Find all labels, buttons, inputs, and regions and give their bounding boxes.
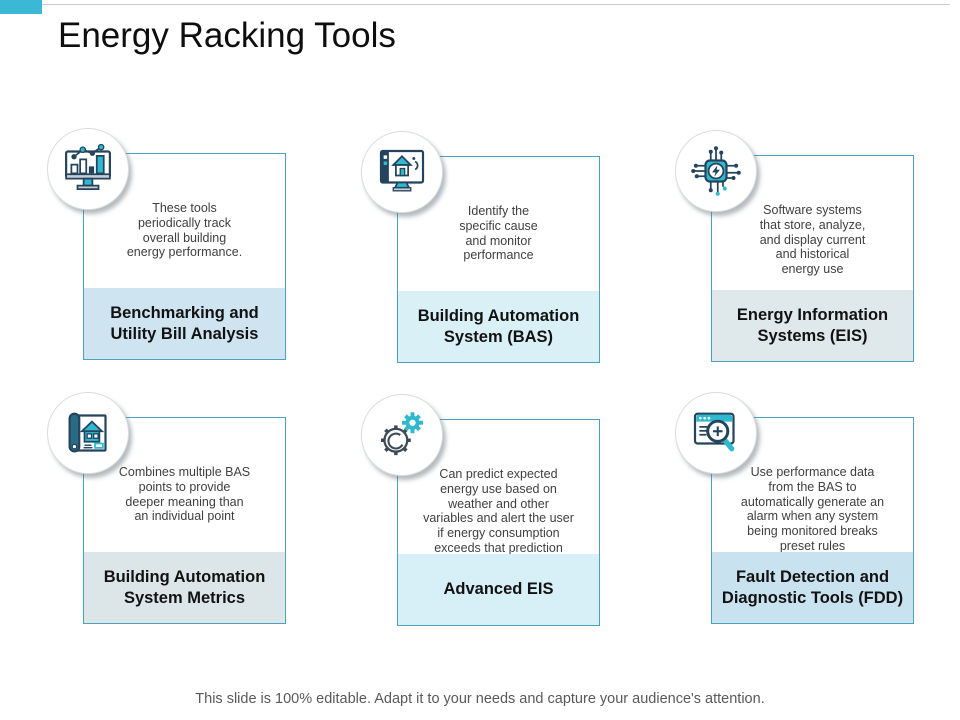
- page-title: Energy Racking Tools: [58, 16, 396, 55]
- footer-note: This slide is 100% editable. Adapt it to…: [195, 691, 765, 707]
- icon-badge: [675, 392, 757, 474]
- blueprint-house-icon: [68, 412, 107, 453]
- circuit-lightning-icon: [691, 146, 741, 196]
- card-title: Energy Information Systems (EIS): [712, 290, 913, 361]
- card-title: Benchmarking and Utility Bill Analysis: [84, 288, 285, 359]
- monitor-bar-chart-icon: [65, 143, 111, 190]
- card-eis: Software systems that store, analyze, an…: [711, 155, 914, 362]
- card-description: These tools periodically track overall b…: [126, 201, 243, 260]
- card-title: Advanced EIS: [398, 554, 599, 625]
- icon-badge: [675, 130, 757, 212]
- card-description: Software systems that store, analyze, an…: [759, 203, 866, 276]
- gears-icon: [381, 412, 423, 456]
- card-description: Can predict expected energy use based on…: [423, 467, 574, 555]
- icon-badge: [361, 131, 443, 213]
- card-title: Building Automation System Metrics: [84, 552, 285, 623]
- card-bas: Identify the specific cause and monitor …: [397, 156, 600, 363]
- browser-magnifier-icon: [693, 412, 735, 452]
- card-title: Building Automation System (BAS): [398, 291, 599, 362]
- card-description: Identify the specific cause and monitor …: [459, 204, 538, 263]
- card-description: Combines multiple BAS points to provide …: [118, 465, 251, 524]
- card-benchmarking: These tools periodically track overall b…: [83, 153, 286, 360]
- card-description: Use performance data from the BAS to aut…: [740, 465, 885, 553]
- monitor-home-automation-icon: [379, 149, 425, 192]
- icon-badge: [47, 392, 129, 474]
- icon-badge: [361, 394, 443, 476]
- card-title: Fault Detection and Diagnostic Tools (FD…: [712, 552, 913, 623]
- accent-block: [0, 0, 42, 14]
- icon-badge: [47, 128, 129, 210]
- top-rule: [42, 4, 950, 5]
